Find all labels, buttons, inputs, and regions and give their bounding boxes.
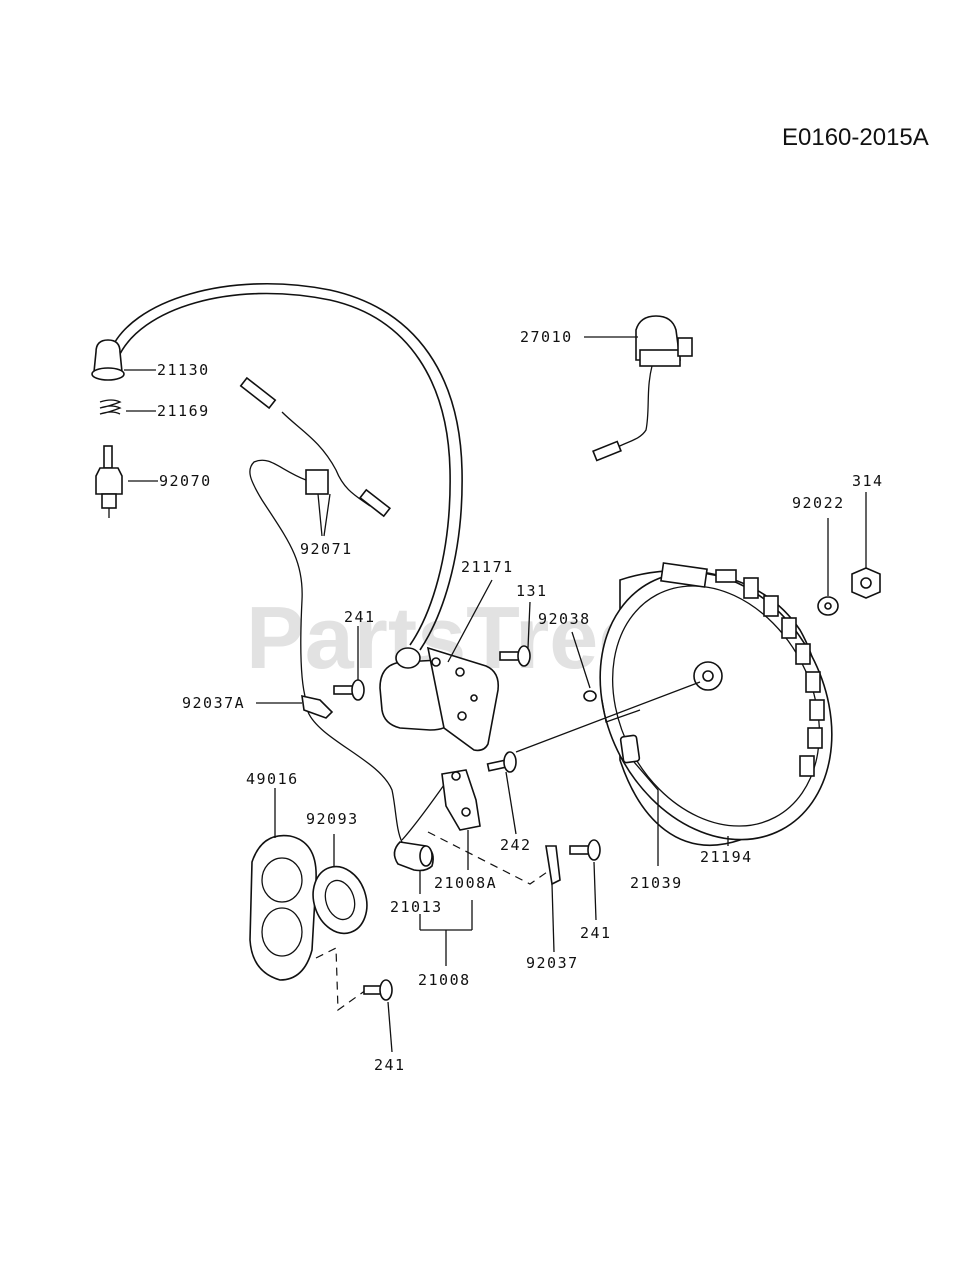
label-92022: 92022 xyxy=(792,494,845,512)
label-92093: 92093 xyxy=(306,810,359,828)
label-92070: 92070 xyxy=(159,472,212,490)
label-21169: 21169 xyxy=(157,402,210,420)
label-241: 241 xyxy=(344,608,376,626)
washer-icon xyxy=(817,596,839,616)
flywheel-icon xyxy=(599,562,833,846)
high-tension-lead xyxy=(109,283,463,651)
label-27010: 27010 xyxy=(520,328,573,346)
label-49016: 49016 xyxy=(246,770,299,788)
seal-icon xyxy=(312,865,368,935)
label-92038: 92038 xyxy=(538,610,591,628)
label-241: 241 xyxy=(580,924,612,942)
clip-icon xyxy=(545,845,561,886)
stop-lead-icon xyxy=(239,376,392,701)
label-241: 241 xyxy=(374,1056,406,1074)
label-21194: 21194 xyxy=(700,848,753,866)
diagram-code: E0160-2015A xyxy=(782,124,929,151)
label-21130: 21130 xyxy=(157,361,210,379)
label-92071: 92071 xyxy=(300,540,353,558)
nut-icon xyxy=(851,567,881,599)
bolt-icon xyxy=(569,839,601,861)
label-21039: 21039 xyxy=(630,874,683,892)
bolt-icon xyxy=(499,645,531,667)
pin-icon xyxy=(583,690,597,702)
label-21171: 21171 xyxy=(461,558,514,576)
clip-icon xyxy=(301,694,334,719)
screw-icon xyxy=(486,751,517,773)
condenser-icon xyxy=(393,841,434,872)
label-92037A: 92037A xyxy=(182,694,245,712)
label-242: 242 xyxy=(500,836,532,854)
label-131: 131 xyxy=(516,582,548,600)
label-21013: 21013 xyxy=(390,898,443,916)
label-314: 314 xyxy=(852,472,884,490)
stop-switch-icon xyxy=(592,315,693,462)
key-icon xyxy=(619,734,641,764)
ignition-coil-icon xyxy=(379,646,500,752)
label-92037: 92037 xyxy=(526,954,579,972)
bolt-icon xyxy=(363,979,393,1001)
label-21008A: 21008A xyxy=(434,874,497,892)
label-21008: 21008 xyxy=(418,971,471,989)
spring-icon xyxy=(99,399,122,415)
spark-plug-cap-icon xyxy=(91,339,125,381)
gasket-icon xyxy=(249,834,317,981)
ignition-unit-icon xyxy=(441,769,481,831)
spark-plug-icon xyxy=(95,445,123,518)
